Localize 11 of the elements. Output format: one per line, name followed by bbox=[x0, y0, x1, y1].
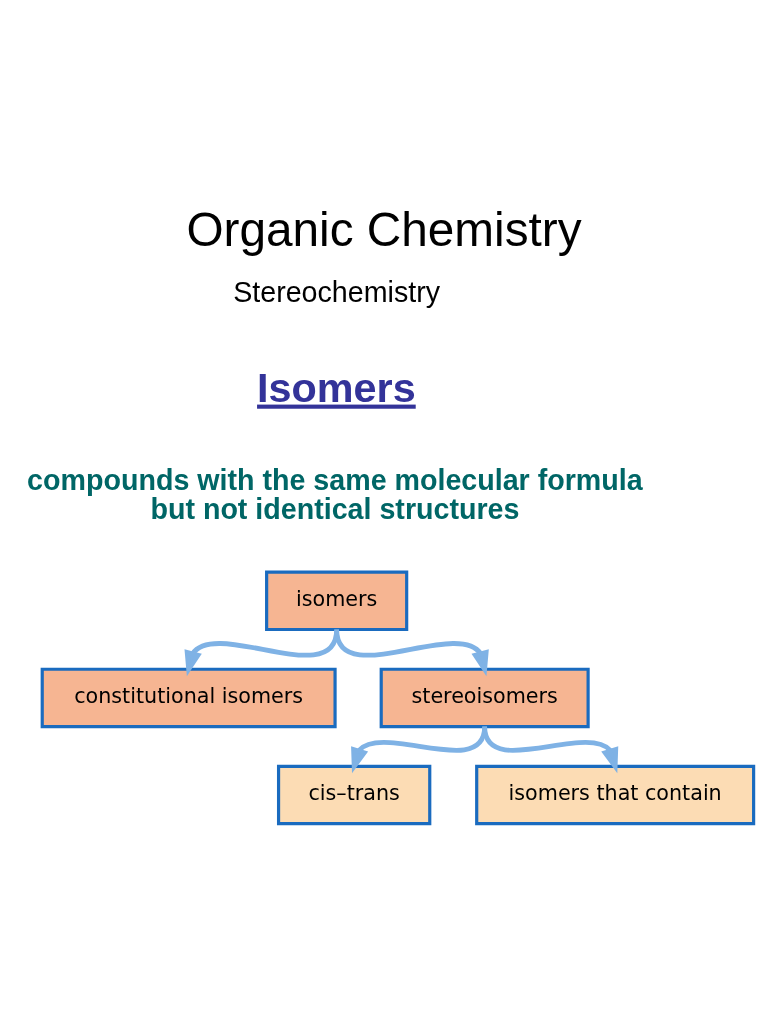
node-box: isomers that contain bbox=[475, 764, 756, 825]
node-box: isomers bbox=[265, 570, 409, 631]
node-box: stereoisomers bbox=[379, 667, 590, 728]
arrow bbox=[334, 628, 489, 676]
label: Isomers bbox=[257, 364, 416, 411]
node-box: constitutional isomers bbox=[40, 667, 337, 728]
label: compounds with the same molecular formula but not identical structures bbox=[27, 463, 643, 525]
label: Stereochemistry bbox=[233, 275, 441, 308]
diagram-title: Organic Chemistry bbox=[186, 202, 582, 256]
arrow bbox=[482, 725, 619, 773]
node-box: cis–trans bbox=[276, 764, 432, 825]
